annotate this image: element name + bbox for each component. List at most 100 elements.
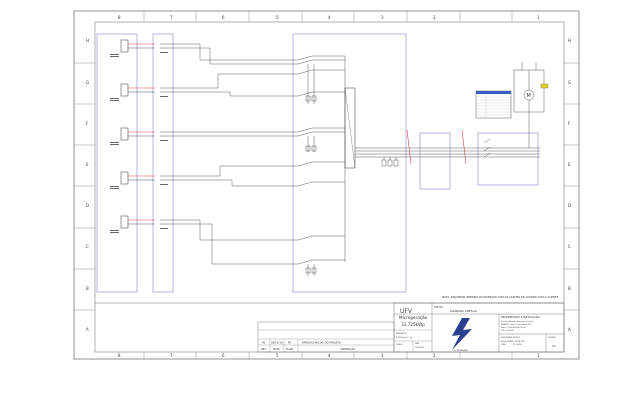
format-label: FORMATO xyxy=(548,336,557,339)
zone-labels-top: 8 7 6 5 4 3 2 1 xyxy=(118,15,540,20)
pv-row-4 xyxy=(120,165,298,187)
rev-date: 05/01/19 xyxy=(271,341,283,345)
owner-line-4: CEP: 57750-000 xyxy=(501,330,514,332)
zone-top-2: 2 xyxy=(433,15,436,20)
designer-name: NOME: Bruno C. Luiz xyxy=(396,336,413,339)
zone-bottom-3: 3 xyxy=(381,353,384,358)
company-logo: LUIZ ENGENHARIA xyxy=(452,318,472,352)
outer-border xyxy=(73,10,580,360)
tech-line-1: NOME: RICARDO ROCHA LUIZ xyxy=(501,340,525,343)
zone-left-B: B xyxy=(86,286,89,291)
zone-left-A: A xyxy=(86,327,89,332)
tech-line-2: CREA: xyxy=(501,343,506,346)
pv-row-1 xyxy=(120,39,298,65)
logo-text: LUIZ ENGENHARIA xyxy=(453,349,469,352)
zone-bottom-4: 4 xyxy=(328,353,331,358)
tech-label: RESPONSÁVEL TÉCNICO xyxy=(501,336,521,339)
owner-line-1: Ufv Gaac Alexandre Rodrigues da Cunha xyxy=(501,320,533,323)
zone-bottom-5: 5 xyxy=(276,353,279,358)
single-line-diagram: M NOTA: DISJUNTOR INTERNO DO INVERSOR C xyxy=(96,33,559,299)
zone-right-D: D xyxy=(568,203,571,208)
owner-label: PROPRIETÁRIO E INSTALAÇÃO: xyxy=(501,314,541,319)
utility-label-tag xyxy=(540,83,549,89)
designer-label: DESENHISTA xyxy=(396,332,407,335)
rev-desc: EMISSÃO INICIAL DO PROJETO xyxy=(302,340,341,345)
inverter-panel-box xyxy=(292,33,407,293)
zone-left-D: D xyxy=(86,203,89,208)
zone-right-C: C xyxy=(568,244,571,249)
rev-by: RT xyxy=(288,341,292,345)
owner-line-2: ENDEREÇO: Rod. L 5 de Jandaíba 114 xyxy=(501,323,531,326)
zone-left-F: F xyxy=(86,121,89,126)
inverter-inputs xyxy=(297,55,345,265)
legend-table xyxy=(475,90,512,119)
system-subtitle: Microgeração xyxy=(399,315,428,320)
zone-right-H: H xyxy=(568,38,571,43)
pv-module-icon xyxy=(120,171,129,185)
zone-top-6: 6 xyxy=(222,15,225,20)
ac-bus-accents xyxy=(406,129,467,165)
pv-module-icon xyxy=(120,39,129,53)
date-value: 14/01/2024 xyxy=(415,347,424,349)
zone-right-A: A xyxy=(568,327,571,332)
zone-labels-right: H G F E D C B A xyxy=(568,38,571,332)
zone-bottom-6: 6 xyxy=(222,353,225,358)
zone-top-1: 1 xyxy=(537,15,540,20)
zone-top-7: 7 xyxy=(170,15,173,20)
zone-left-G: G xyxy=(86,80,89,85)
zone-left-H: H xyxy=(86,38,89,43)
date-label: DATA xyxy=(415,342,420,345)
surge-arresters xyxy=(305,64,317,276)
grid-transformer: M xyxy=(513,62,545,148)
ac-protection xyxy=(381,157,399,167)
page-label: FOLHA xyxy=(434,305,443,309)
zone-bottom-8: 8 xyxy=(118,353,121,358)
module-captions xyxy=(110,52,168,233)
pv-module-icon xyxy=(120,127,129,141)
scale-label: ESCALA xyxy=(396,343,403,346)
zone-bottom-2: 2 xyxy=(433,353,436,358)
rev-header-by: ELAB. xyxy=(286,347,294,351)
rev-header-rev: REV xyxy=(261,347,266,351)
pv-row-5 xyxy=(120,215,298,265)
zone-labels-bottom: 8 7 6 5 4 3 2 1 xyxy=(118,353,540,358)
page-title: DIAGRAMA UNIFILAR xyxy=(450,309,477,313)
pv-module-icon xyxy=(120,215,129,229)
zone-right-G: G xyxy=(568,80,571,85)
rev-header-date: DATA xyxy=(273,347,280,351)
zone-bottom-7: 7 xyxy=(170,353,173,358)
diagram-note: NOTA: DISJUNTOR INTERNO DO INVERSOR COM … xyxy=(442,295,559,299)
zone-left-C: C xyxy=(86,244,89,249)
tech-line-3: RT: 000220 xyxy=(513,344,522,346)
system-title: UFV xyxy=(400,308,413,315)
ac-bus xyxy=(355,147,540,158)
zone-left-E: E xyxy=(86,162,89,167)
string-box xyxy=(152,33,174,293)
zone-right-B: B xyxy=(568,286,571,291)
system-power: 33,725kWp xyxy=(401,322,425,327)
zone-top-4: 4 xyxy=(328,15,331,20)
zone-labels-left: H G F E D C B A xyxy=(86,38,89,332)
inner-border xyxy=(94,21,565,353)
pv-row-2 xyxy=(120,73,298,97)
meter-switches xyxy=(483,138,491,158)
rev-number: 00 xyxy=(262,341,266,345)
owner-line-3: Bairro: Centro Município de Tai xyxy=(501,326,526,329)
switchboard-box xyxy=(419,132,451,190)
zone-right-E: E xyxy=(568,162,571,167)
svg-text:M: M xyxy=(527,93,531,99)
pv-module-icon xyxy=(120,83,129,97)
format-value: A3 xyxy=(552,344,556,348)
zone-bottom-1: 1 xyxy=(537,353,540,358)
meter-box xyxy=(477,132,539,186)
zone-top-8: 8 xyxy=(118,15,121,20)
pv-row-3 xyxy=(120,127,298,141)
zone-top-3: 3 xyxy=(381,15,384,20)
rev-header-change: ALTERAÇÃO xyxy=(340,346,355,351)
pv-array-box xyxy=(96,33,138,293)
zone-ticks xyxy=(74,11,579,359)
zone-right-F: F xyxy=(568,121,571,126)
title-block xyxy=(95,302,565,353)
zone-top-5: 5 xyxy=(276,15,279,20)
